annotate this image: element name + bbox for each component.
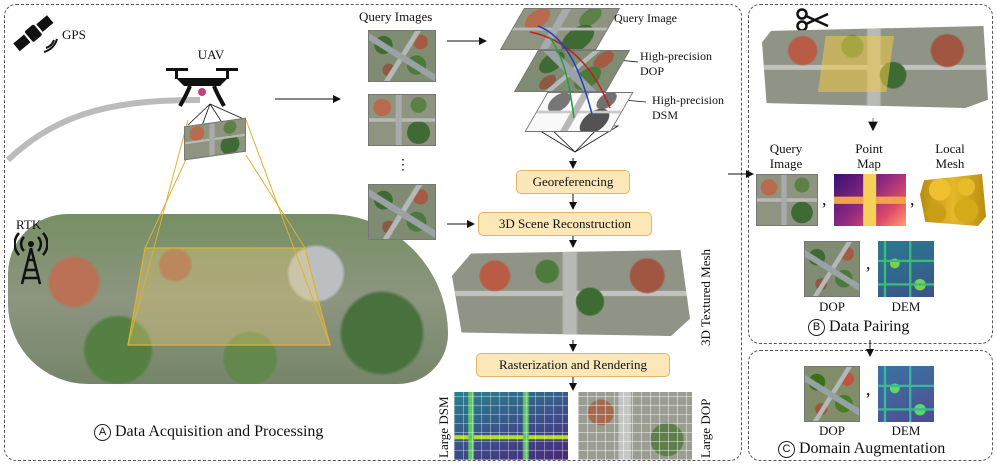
- pair-comma: ,: [822, 189, 827, 209]
- query-image-thumb: [368, 184, 436, 240]
- stack-query-image-label: Query Image: [614, 11, 677, 25]
- point-map-label-2: Map: [857, 156, 881, 171]
- pair-comma: ,: [866, 253, 871, 273]
- drone-icon: [166, 68, 238, 107]
- pair-local-mesh: [920, 174, 986, 226]
- panel-b-title: Data Pairing: [829, 318, 910, 335]
- rtk-antenna-icon: [14, 232, 48, 285]
- panel-data-acquisition: [4, 4, 742, 461]
- camera-ray: [187, 103, 211, 126]
- panel-b-marker: B: [808, 319, 825, 336]
- pair-query-image: [756, 174, 818, 226]
- crop-highlight: [818, 36, 894, 92]
- query-image-thumb: [368, 94, 436, 146]
- query-images-label: Query Images: [359, 9, 433, 24]
- query-image-label-1: Query: [769, 141, 803, 156]
- query-images-ellipsis: ⋮: [396, 158, 410, 173]
- aug-dop-image: [804, 366, 860, 422]
- camera-ray: [209, 103, 247, 121]
- panel-c-title: Domain Augmentation: [799, 440, 946, 457]
- local-mesh-label-1: Local: [935, 141, 965, 156]
- large-dop-label: Large DOP: [698, 398, 713, 458]
- stack-dop-label-1: High-precision: [640, 49, 712, 63]
- large-dop-image: [578, 392, 692, 460]
- textured-mesh-label: 3D Textured Mesh: [698, 248, 713, 346]
- stack-dsm-label-1: High-precision: [652, 93, 724, 107]
- scissors-icon: [796, 8, 829, 32]
- textured-mesh-image: [452, 250, 690, 336]
- large-dsm-label: Large DSM: [436, 396, 451, 458]
- panel-a-marker: A: [94, 424, 111, 441]
- pair-comma: ,: [910, 189, 915, 209]
- aug-comma: ,: [866, 379, 871, 399]
- aug-dop-label: DOP: [818, 423, 845, 438]
- gps-label: GPS: [62, 27, 86, 42]
- rtk-label: RTK: [16, 217, 42, 232]
- frustum-line: [245, 119, 331, 346]
- pair-point-map: [834, 174, 906, 226]
- uav-trajectory: [5, 97, 201, 163]
- aug-dem-label: DEM: [891, 423, 921, 438]
- panel-c-marker: C: [778, 441, 795, 458]
- panel-a-title: Data Acquisition and Processing: [115, 423, 324, 440]
- query-image-label-2: Image: [769, 156, 803, 171]
- stack-dop-label-2: DOP: [640, 64, 665, 78]
- uav-label: UAV: [197, 47, 225, 62]
- aug-dem-image: [878, 366, 934, 422]
- step-georeferencing: Georeferencing: [516, 170, 630, 194]
- step-rasterization: Rasterization and Rendering: [476, 353, 670, 377]
- local-mesh-label-2: Mesh: [935, 156, 965, 171]
- query-image-thumb: [368, 30, 436, 82]
- satellite-icon: [13, 15, 58, 53]
- pair-dop-label: DOP: [818, 299, 845, 314]
- stack-trajectories: [529, 25, 611, 119]
- frustum-line: [144, 154, 189, 249]
- frustum-line: [127, 119, 189, 346]
- pair-dem-image: [878, 241, 934, 297]
- point-map-label-1: Point: [855, 141, 883, 156]
- step-3d-reconstruction: 3D Scene Reconstruction: [478, 212, 652, 236]
- pair-dop-image: [804, 241, 860, 297]
- city-aerial-image: [8, 214, 448, 384]
- pair-dem-label: DEM: [891, 299, 921, 314]
- stack-dsm-label-2: DSM: [652, 108, 679, 122]
- large-dsm-image: [454, 392, 568, 460]
- frustum-line: [245, 154, 306, 249]
